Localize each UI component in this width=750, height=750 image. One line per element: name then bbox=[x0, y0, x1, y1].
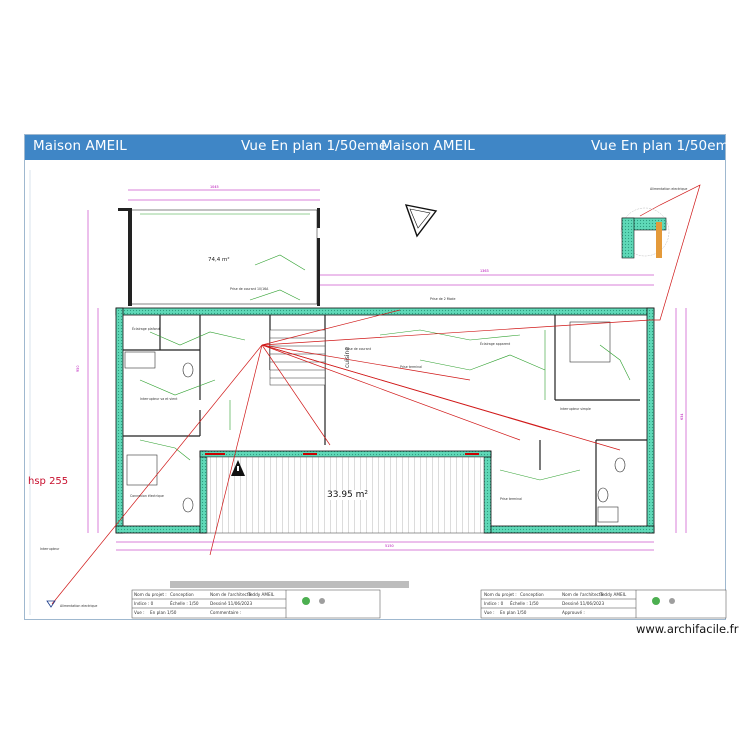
tb-right-r0c1: Conception bbox=[520, 592, 544, 597]
svg-text:Éclairage apparent: Éclairage apparent bbox=[480, 341, 511, 346]
annotations: Éclairage plafond Interrupteur va et vie… bbox=[40, 187, 687, 608]
svg-text:Alimentation electrique: Alimentation electrique bbox=[60, 604, 97, 608]
sanitary-fixtures bbox=[124, 321, 626, 523]
tb-right-r2c2: Approuvé : bbox=[562, 610, 585, 615]
tb-left-r1c1: Échelle : 1/50 bbox=[170, 601, 199, 606]
kitchen-label: cuisine bbox=[344, 346, 351, 368]
svg-text:Connexion électrique: Connexion électrique bbox=[130, 494, 164, 498]
svg-text:Prise de 2 Mode: Prise de 2 Mode bbox=[430, 297, 455, 301]
tb-right-r0c0: Nom du projet : bbox=[484, 592, 517, 597]
tb-left-r0c0: Nom du projet : bbox=[134, 592, 167, 597]
svg-text:634: 634 bbox=[680, 414, 684, 420]
terrace-area-label: 33.95 m² bbox=[325, 490, 371, 500]
tb-right-r0c3: Teddy AMEIL bbox=[600, 592, 627, 597]
tb-right-r1c1: Échelle : 1/50 bbox=[510, 601, 539, 606]
svg-text:Éclairage plafond: Éclairage plafond bbox=[132, 326, 160, 331]
svg-text:Interrupteur: Interrupteur bbox=[40, 547, 60, 551]
svg-text:1363: 1363 bbox=[480, 269, 489, 273]
svg-text:950: 950 bbox=[76, 366, 80, 372]
upper-room bbox=[118, 208, 320, 306]
header-left-title: Maison AMEIL bbox=[33, 138, 127, 154]
tb-left-r2c0: Vue : bbox=[134, 610, 145, 615]
tb-left-r0c2: Nom de l'architecte : bbox=[210, 592, 254, 597]
tb-right-r1c0: Indice : 0 bbox=[484, 601, 504, 606]
section-marker bbox=[46, 600, 56, 608]
svg-text:Prise de courant: Prise de courant bbox=[345, 347, 372, 351]
svg-text:Alimentation electrique: Alimentation electrique bbox=[650, 187, 687, 191]
tb-left-r0c3: Teddy AMEIL bbox=[248, 592, 275, 597]
tb-left-r1c3: 11/06/2023 bbox=[228, 601, 253, 606]
svg-text:5150: 5150 bbox=[385, 544, 394, 548]
dimension-lines bbox=[87, 189, 687, 551]
svg-text:Interrupteur simple: Interrupteur simple bbox=[560, 407, 591, 411]
header-right-title: Maison AMEIL bbox=[381, 138, 475, 154]
svg-text:Prise terminal: Prise terminal bbox=[400, 365, 422, 369]
svg-text:1045: 1045 bbox=[210, 185, 219, 189]
tb-right-r1c3: 11/06/2023 bbox=[580, 601, 605, 606]
upper-room-surface-label: 74,4 m² bbox=[208, 257, 230, 263]
cable-runs bbox=[51, 184, 701, 605]
tb-right-r1c2: Dessiné : bbox=[562, 601, 582, 606]
tb-right-r0c2: Nom de l'architecte : bbox=[562, 592, 606, 597]
plan-sheet: Maison AMEIL Vue En plan 1/50eme Maison … bbox=[24, 134, 737, 620]
tb-left-r1c0: Indice : 0 bbox=[134, 601, 154, 606]
svg-text:Prise terminal: Prise terminal bbox=[500, 497, 522, 501]
tb-left-r2c1: En plan 1/50 bbox=[150, 610, 177, 615]
tb-right-r2c1: En plan 1/50 bbox=[500, 610, 527, 615]
header-left-view: Vue En plan 1/50eme bbox=[241, 138, 388, 154]
outer-walls bbox=[115, 307, 655, 534]
title-block-frames bbox=[131, 589, 727, 619]
hsp-label: hsp 255 bbox=[28, 476, 69, 487]
circuit-lines bbox=[139, 254, 631, 481]
title-block-logo bbox=[302, 597, 675, 605]
tb-left-r1c2: Dessiné : bbox=[210, 601, 230, 606]
title-bar: Maison AMEIL Vue En plan 1/50eme Maison … bbox=[25, 135, 737, 160]
warning-triangle-icon bbox=[231, 460, 245, 476]
header-right-view: Vue En plan 1/50eme bbox=[591, 138, 738, 154]
scale-bar bbox=[170, 581, 409, 588]
svg-text:Interrupteur va et vient: Interrupteur va et vient bbox=[140, 397, 178, 401]
stair bbox=[269, 329, 326, 386]
watermark-text: www.archifacile.fr bbox=[636, 622, 739, 636]
wall-section-detail bbox=[620, 207, 670, 259]
tb-left-r2c2: Commentaire : bbox=[210, 610, 242, 615]
dimension-labels: 1045 1363 5150 950 634 bbox=[76, 185, 684, 548]
tb-left-r0c1: Conception bbox=[170, 592, 194, 597]
tb-right-r2c0: Vue : bbox=[484, 610, 495, 615]
north-arrow-icon bbox=[404, 204, 438, 238]
svg-text:Prise de courant 10/16A: Prise de courant 10/16A bbox=[230, 287, 269, 291]
